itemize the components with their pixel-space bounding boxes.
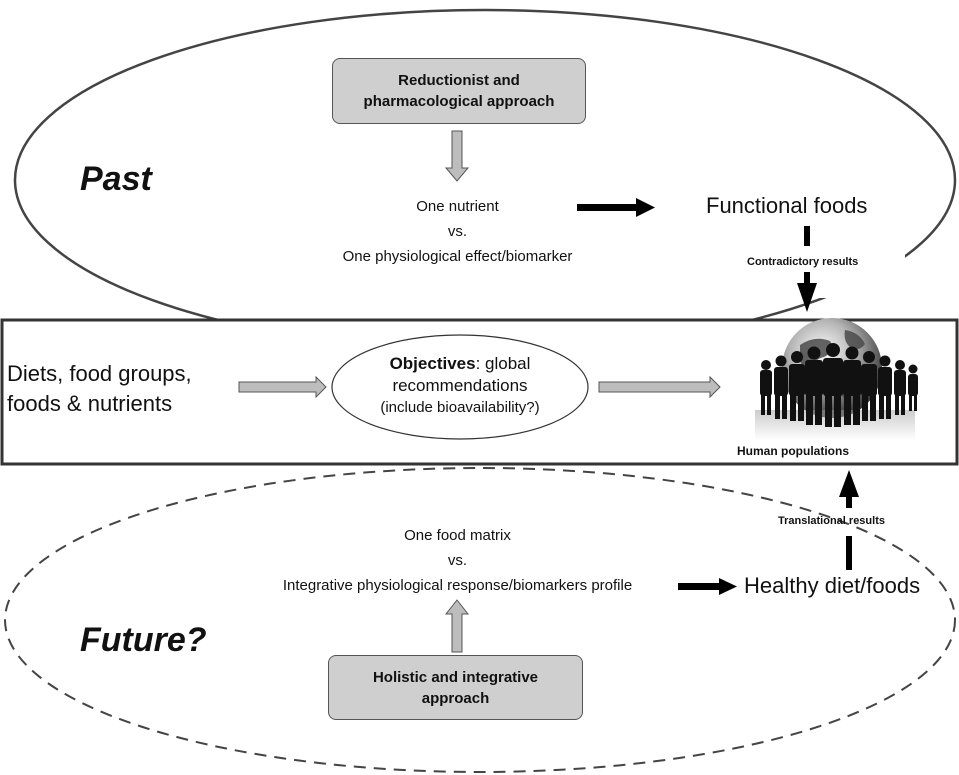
objectives-rest: : global <box>475 354 531 373</box>
holistic-approach-box: Holistic and integrative approach <box>328 655 583 720</box>
past-label: Past <box>80 160 152 198</box>
objectives-ellipse <box>331 334 589 440</box>
past-comparison-line2: vs. <box>447 223 468 240</box>
center-input-text: Diets, food groups, foods & nutrients <box>7 359 192 419</box>
objectives-text: Objectives: global recommendations (incl… <box>332 353 588 419</box>
future-comparison-line3: Integrative physiological response/bioma… <box>282 577 633 594</box>
translational-results-label: Translational results <box>778 515 885 527</box>
arrow-holistic-up <box>444 599 470 653</box>
objectives-bold: Objectives <box>389 354 476 373</box>
future-comparison-line2: vs. <box>447 552 468 569</box>
future-label: Future? <box>80 621 207 659</box>
arrow-contradictory-down <box>797 226 817 312</box>
future-comparison: One food matrix vs. Integrative physiolo… <box>240 523 675 598</box>
reductionist-approach-text: Reductionist and pharmacological approac… <box>363 72 555 110</box>
healthy-diet-label: Healthy diet/foods <box>744 573 921 598</box>
objectives-line3: (include bioavailability?) <box>380 399 540 416</box>
arrow-future-right <box>678 578 737 595</box>
past-comparison: One nutrient vs. One physiological effec… <box>280 194 635 269</box>
objectives-line2: recommendations <box>392 376 528 395</box>
future-comparison-line1: One food matrix <box>404 527 511 544</box>
holistic-approach-text: Holistic and integrative approach <box>372 668 539 707</box>
center-input-line1: Diets, food groups, <box>7 361 192 386</box>
center-input-line2: foods & nutrients <box>7 391 173 416</box>
human-populations-label: Human populations <box>737 444 849 458</box>
arrow-approach-down <box>444 130 470 182</box>
arrow-center-left <box>238 375 327 399</box>
arrow-past-right <box>577 198 655 217</box>
contradictory-results-label: Contradictory results <box>747 256 859 268</box>
past-comparison-line1: One nutrient <box>416 198 499 215</box>
arrow-translational-up <box>839 470 859 570</box>
reductionist-approach-box: Reductionist and pharmacological approac… <box>332 58 586 124</box>
arrow-center-right <box>598 375 721 399</box>
future-ellipse <box>4 467 956 773</box>
past-comparison-line3: One physiological effect/biomarker <box>342 248 573 265</box>
functional-foods-label: Functional foods <box>706 193 868 218</box>
human-populations-illustration <box>755 318 918 440</box>
